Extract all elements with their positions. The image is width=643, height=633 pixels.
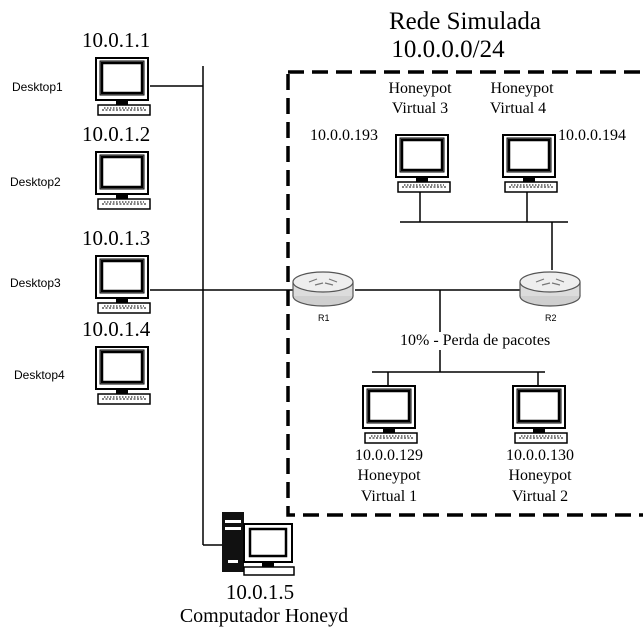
- honeypot-v3-computer-icon: [394, 133, 452, 194]
- honeypot-v1-name: Honeypot: [357, 467, 421, 484]
- network-title: Rede Simulada: [388, 8, 542, 35]
- honeyd-computer-icon: [203, 512, 295, 576]
- honeypot-v4-computer-icon: [501, 133, 559, 194]
- honeypot-v1-ip: 10.0.0.129: [355, 447, 423, 464]
- desktop1-computer-icon: [94, 56, 152, 117]
- desktop1-ip: 10.0.1.1: [82, 28, 151, 52]
- desktop2-computer-icon: [94, 150, 152, 211]
- honeypot-v4-virtual: Virtual 4: [489, 100, 547, 117]
- desktop1-label: Desktop1: [12, 80, 63, 94]
- honeypot-v1-virtual: Virtual 1: [360, 488, 418, 505]
- honeypot-v3-virtual: Virtual 3: [391, 100, 449, 117]
- honeypot-v2-virtual: Virtual 2: [511, 488, 569, 505]
- packet-loss-label: 10% - Perda de pacotes: [398, 332, 553, 350]
- desktop3-label: Desktop3: [10, 276, 61, 290]
- honeypot-v3-ip: 10.0.0.193: [310, 127, 378, 144]
- router-r2-label: R2: [545, 313, 557, 323]
- router-r1-label: R1: [318, 313, 330, 323]
- desktop3-computer-icon: [94, 254, 152, 315]
- honeyd-label: Computador Honeyd: [179, 605, 349, 627]
- honeypot-v4-ip: 10.0.0.194: [558, 127, 626, 144]
- honeypot-v3-name: Honeypot: [388, 80, 452, 97]
- honeypot-v1-computer-icon: [361, 384, 419, 445]
- subnet-boundary: [286, 70, 643, 517]
- desktop4-ip: 10.0.1.4: [82, 317, 151, 341]
- desktop2-label: Desktop2: [10, 175, 61, 189]
- honeypot-v4-name: Honeypot: [490, 80, 554, 97]
- honeyd-ip: 10.0.1.5: [225, 580, 295, 604]
- desktop2-ip: 10.0.1.2: [82, 122, 151, 146]
- router-r1-icon: [292, 271, 354, 307]
- desktop4-computer-icon: [94, 345, 152, 406]
- honeypot-v2-computer-icon: [511, 384, 569, 445]
- router-r2-icon: [519, 271, 581, 307]
- desktop3-ip: 10.0.1.3: [82, 226, 151, 250]
- honeypot-v2-ip: 10.0.0.130: [506, 447, 574, 464]
- honeypot-v2-name: Honeypot: [508, 467, 572, 484]
- network-subnet: 10.0.0.0/24: [391, 36, 505, 63]
- desktop4-label: Desktop4: [14, 368, 65, 382]
